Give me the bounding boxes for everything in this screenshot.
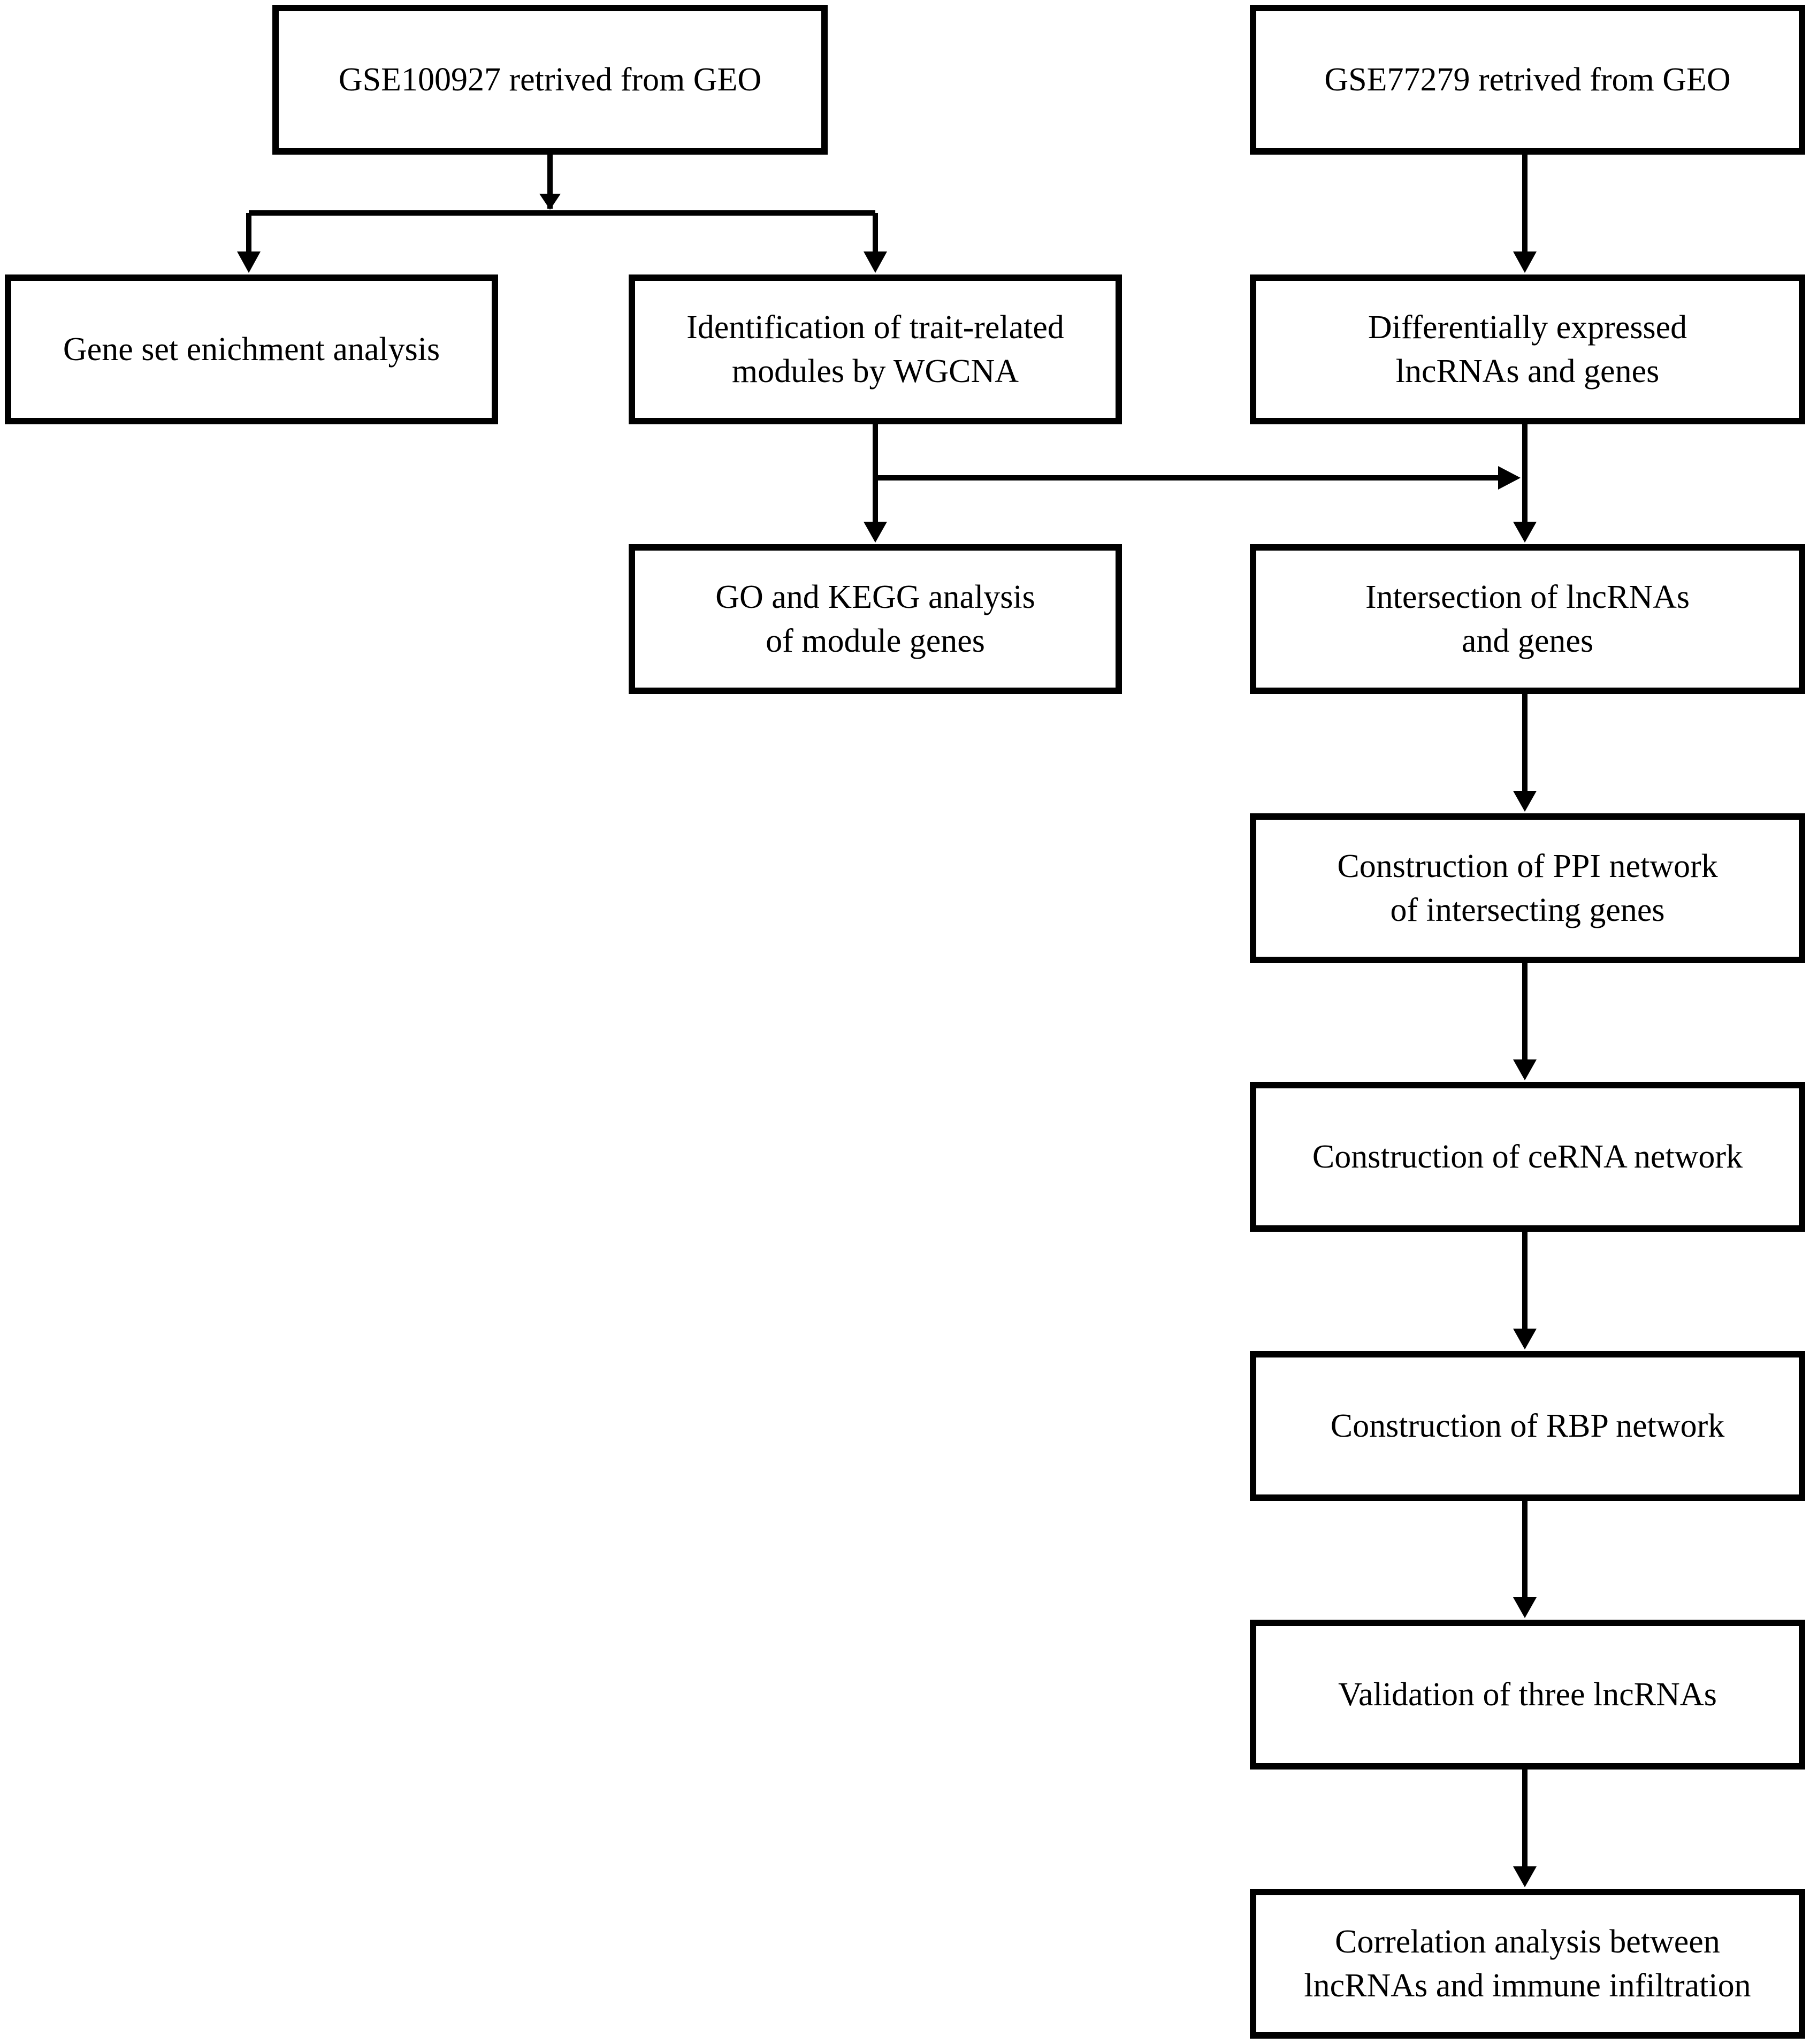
node-differential-expression: Differentially expressed lncRNAs and gen… <box>1250 274 1805 424</box>
arrowhead-validate <box>1513 1597 1537 1618</box>
node-go-kegg-analysis-line-2: of module genes <box>766 623 985 659</box>
node-cerna-network-line-1: Construction of ceRNA network <box>1312 1138 1743 1175</box>
arrowhead-ppi <box>1513 791 1537 812</box>
node-gse77279-line-1: GSE77279 retrived from GEO <box>1324 61 1731 98</box>
node-intersection-line-1: Intersection of lncRNAs <box>1365 578 1690 615</box>
node-gse77279: GSE77279 retrived from GEO <box>1250 5 1805 155</box>
node-ppi-network: Construction of PPI network of intersect… <box>1250 813 1805 963</box>
node-intersection-line-2: and genes <box>1461 623 1594 659</box>
node-ppi-network-line-1: Construction of PPI network <box>1337 848 1718 884</box>
node-wgcna-modules: Identification of trait-related modules … <box>629 274 1122 424</box>
node-gse100927: GSE100927 retrived from GEO <box>272 5 828 155</box>
arrowhead-immune <box>1513 1866 1537 1887</box>
node-rbp-network-line-1: Construction of RBP network <box>1330 1407 1725 1444</box>
node-gene-set-enrichment: Gene set enichment analysis <box>5 274 498 424</box>
arrowhead-gse100927-split <box>539 194 561 210</box>
node-go-kegg-analysis: GO and KEGG analysis of module genes <box>629 544 1122 694</box>
node-cerna-network: Construction of ceRNA network <box>1250 1082 1805 1232</box>
node-differential-expression-line-1: Differentially expressed <box>1368 309 1687 346</box>
arrowhead-rbp <box>1513 1329 1537 1349</box>
node-immune-correlation: Correlation analysis between lncRNAs and… <box>1250 1889 1805 2039</box>
arrowhead-deg <box>1513 251 1537 273</box>
arrowhead-intersect <box>1513 522 1537 543</box>
node-wgcna-modules-line-1: Identification of trait-related <box>686 309 1064 346</box>
node-differential-expression-line-2: lncRNAs and genes <box>1395 353 1660 390</box>
node-intersection: Intersection of lncRNAs and genes <box>1250 544 1805 694</box>
node-validation: Validation of three lncRNAs <box>1250 1620 1805 1770</box>
node-immune-correlation-line-1: Correlation analysis between <box>1335 1923 1720 1960</box>
node-gene-set-enrichment-line-1: Gene set enichment analysis <box>63 331 440 368</box>
arrowhead-horizontal <box>1498 466 1521 490</box>
arrowhead-wgcna <box>864 251 887 273</box>
node-immune-correlation-line-2: lncRNAs and immune infiltration <box>1304 1967 1751 2004</box>
arrowhead-cerna <box>1513 1059 1537 1080</box>
node-rbp-network: Construction of RBP network <box>1250 1351 1805 1501</box>
node-validation-line-1: Validation of three lncRNAs <box>1338 1676 1717 1713</box>
node-ppi-network-line-2: of intersecting genes <box>1390 892 1665 928</box>
arrowhead-gokegg <box>864 522 887 543</box>
arrowhead-gsea <box>237 251 261 273</box>
node-go-kegg-analysis-line-1: GO and KEGG analysis <box>715 578 1035 615</box>
node-wgcna-modules-line-2: modules by WGCNA <box>731 353 1019 390</box>
node-gse100927-line-1: GSE100927 retrived from GEO <box>338 61 762 98</box>
